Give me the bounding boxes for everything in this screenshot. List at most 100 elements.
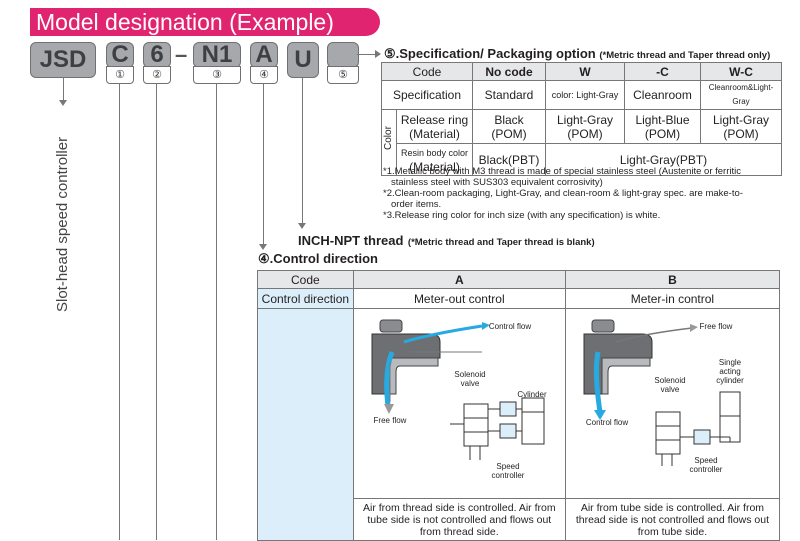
- control-desc-row: Air from thread side is controlled. Air …: [258, 498, 781, 541]
- resin-body-label: Resin body color (Material): [396, 143, 473, 176]
- b-speed-label: Speed controller: [689, 456, 723, 474]
- spec-col-wc: W-C: [700, 62, 782, 81]
- spec-cell: Standard: [472, 80, 546, 110]
- spec-col-c: -C: [624, 62, 701, 81]
- inch-npt-note: (*Metric thread and Taper thread is blan…: [407, 237, 595, 248]
- code-box-blank: [327, 42, 359, 68]
- spec-cell: Light-Gray(PBT): [545, 143, 782, 176]
- resin-body-label-1: Resin body color: [400, 147, 469, 158]
- title-banner: Model designation (Example): [30, 8, 380, 36]
- spec-title: ⑤.Specification/ Packaging option (*Metr…: [384, 46, 770, 62]
- connector-6: [156, 83, 157, 540]
- spec-col-code: Code: [381, 62, 473, 81]
- number-2: ②: [143, 66, 171, 84]
- spec-cell: Light-Blue(POM): [624, 109, 701, 144]
- product-vertical-label: Slot-head speed controller: [54, 136, 71, 312]
- control-header-row: Code A B: [257, 270, 781, 289]
- control-b-desc: Air from tube side is controlled. Air fr…: [564, 498, 781, 541]
- connector-jsd: [63, 77, 64, 104]
- inch-npt-heading: INCH-NPT thread (*Metric thread and Tape…: [298, 232, 595, 250]
- note-line: *3.Release ring color for inch size (wit…: [383, 210, 661, 221]
- spec-cell: Cleanroom&Light-Gray: [700, 80, 782, 110]
- inch-npt-label: INCH-NPT thread: [298, 233, 404, 248]
- circuit-a-icon: [450, 397, 545, 460]
- release-ring-label: Release ring (Material): [396, 109, 473, 144]
- code-box-jsd: JSD: [30, 42, 96, 78]
- number-3: ③: [193, 66, 241, 84]
- fitting-a-icon: [371, 319, 490, 414]
- number-5: ⑤: [327, 66, 359, 84]
- code-box-u: U: [287, 42, 319, 78]
- release-ring-label-2: (Material): [409, 126, 460, 141]
- control-col-code: Code: [257, 270, 354, 289]
- desc-line: Air from tube side is controlled. Air fr…: [580, 501, 765, 514]
- desc-line: tube side is not controlled and flows ou…: [367, 513, 552, 526]
- code-box-a: A: [250, 42, 278, 68]
- figure-b-diagram: [583, 319, 741, 466]
- desc-line: from tube side.: [637, 525, 708, 538]
- spec-row-resin-body: Resin body color (Material) Black(PBT) L…: [382, 143, 782, 176]
- cell-line: Light-Gray: [712, 112, 770, 127]
- spec-col-nocode: No code: [472, 62, 546, 81]
- arrow-u: [298, 223, 306, 229]
- control-blank-cell: [257, 308, 354, 541]
- cell-line: Light-Gray: [556, 112, 614, 127]
- circuit-b-icon: [655, 391, 741, 466]
- fitting-b-icon: [583, 319, 698, 420]
- spec-cell: Light-Gray(POM): [700, 109, 782, 144]
- note-line: order items.: [391, 199, 442, 210]
- spec-cell: Black(POM): [472, 109, 546, 144]
- connector-spec: [357, 54, 377, 55]
- number-1: ①: [106, 66, 134, 84]
- control-col-a: A: [352, 270, 566, 289]
- page-title: Model designation (Example): [36, 9, 334, 35]
- desc-line: thread side is not controlled and flows …: [575, 513, 770, 526]
- b-cylinder-label: Single acting cylinder: [716, 358, 744, 385]
- connector-u: [302, 77, 303, 225]
- connector-c: [119, 83, 120, 540]
- spec-table: Code No code W -C W-C Specification Stan…: [381, 62, 782, 176]
- spec-title-text: ⑤.Specification/ Packaging option: [384, 46, 596, 61]
- number-4: ④: [250, 66, 278, 84]
- cell-line: (POM): [567, 126, 603, 141]
- notes-block: *1.Metallic body with M3 thread is made …: [383, 166, 783, 221]
- a-speed-label: Speed controller: [491, 462, 525, 480]
- spec-col-w: W: [545, 62, 625, 81]
- code-box-6: 6: [143, 42, 171, 68]
- note-line: *1.Metallic body with M3 thread is made …: [383, 166, 741, 177]
- spec-header-row: Code No code W -C W-C: [381, 62, 782, 81]
- cell-line: Light-Blue: [635, 112, 690, 127]
- code-dash: –: [175, 42, 188, 67]
- cell-line: Black: [494, 112, 524, 127]
- b-control-flow-label: Control flow: [585, 418, 629, 427]
- note-line: *2.Clean-room packaging, Light-Gray, and…: [383, 188, 743, 199]
- resin-body-label-2: (Material): [409, 159, 460, 174]
- spec-cell: color: Light-Gray: [545, 80, 625, 110]
- arrow-jsd: [59, 100, 67, 106]
- control-a-value: Meter-out control: [352, 288, 566, 309]
- cell-line: (POM): [491, 126, 527, 141]
- control-title: ④.Control direction: [258, 251, 378, 266]
- control-row-label: Control direction: [257, 288, 354, 309]
- a-control-flow-label: Control flow: [488, 322, 532, 331]
- control-col-b: B: [564, 270, 781, 289]
- desc-line: Air from thread side is controlled. Air …: [363, 501, 556, 514]
- code-box-c: C: [106, 42, 134, 68]
- desc-line: from thread side.: [419, 525, 499, 538]
- control-direction-row: Control direction Meter-out control Mete…: [257, 288, 781, 309]
- spec-cell: Cleanroom: [624, 80, 701, 110]
- a-free-flow-label: Free flow: [373, 416, 407, 425]
- control-a-desc: Air from thread side is controlled. Air …: [352, 498, 566, 541]
- spec-row-label: Specification: [381, 80, 473, 110]
- code-box-n1: N1: [193, 42, 241, 68]
- control-table: Code A B Control direction Meter-out con…: [257, 270, 781, 541]
- b-solenoid-label: Solenoid valve: [654, 376, 686, 394]
- spec-row-specification: Specification Standard color: Light-Gray…: [381, 80, 782, 110]
- release-ring-label-1: Release ring: [400, 112, 469, 127]
- figure-a-diagram: [371, 319, 545, 460]
- note-line: stainless steel with SUS303 equivalent c…: [391, 177, 603, 188]
- b-free-flow-label: Free flow: [699, 322, 733, 331]
- connector-n1: [216, 83, 217, 540]
- arrow-a: [259, 244, 267, 250]
- a-solenoid-label: Solenoid valve: [454, 370, 486, 388]
